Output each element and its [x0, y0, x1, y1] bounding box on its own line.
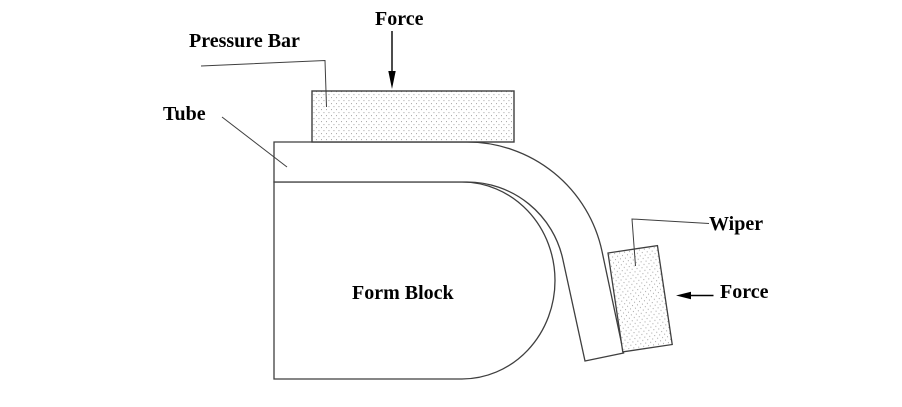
pressure-bar-leader-line — [200, 59, 327, 108]
form-block-shape — [273, 181, 556, 380]
tube-leader-line — [221, 116, 288, 168]
pressure-bar-label: Pressure Bar — [189, 30, 300, 52]
wiper-label: Wiper — [709, 213, 764, 235]
force-down-arrow — [388, 31, 396, 89]
form-block-label: Form Block — [352, 282, 454, 304]
pressure-bar-shape — [311, 90, 515, 143]
wiper-shape — [607, 244, 673, 353]
force-left-arrow — [676, 291, 714, 300]
tube-label: Tube — [163, 103, 206, 125]
tube-shape — [273, 141, 625, 362]
force-top-label: Force — [375, 8, 424, 30]
wiper-leader-line — [631, 218, 710, 267]
force-right-label: Force — [720, 281, 769, 303]
